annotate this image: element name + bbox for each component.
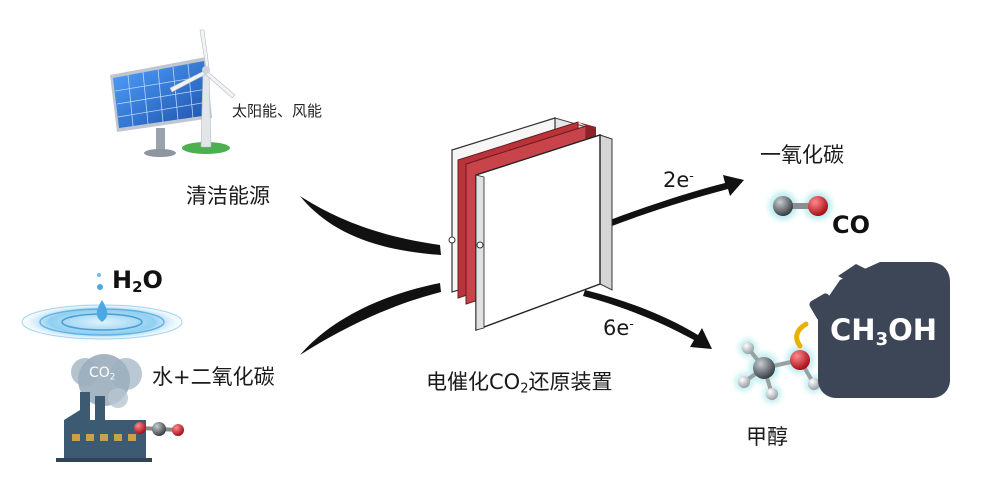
arrow-water-co2 (300, 283, 441, 355)
co-molecule-icon (769, 192, 832, 220)
arrow-to-ch3oh (583, 290, 712, 349)
label-6e: 6e- (603, 316, 634, 340)
label-2e: 2e- (663, 168, 694, 192)
co2-molecule-icon (134, 422, 184, 436)
solar-panel-icon (110, 57, 212, 157)
wind-turbine-icon (169, 29, 236, 154)
methanol-molecule-icon (735, 339, 823, 403)
label-water-co2: 水+二氧化碳 (152, 365, 275, 389)
formula-h2o: H2O (112, 266, 163, 297)
label-methanol: 甲醇 (746, 425, 788, 449)
label-device: 电催化CO2还原装置 (426, 370, 613, 397)
label-solar-wind: 太阳能、风能 (232, 102, 323, 120)
label-carbon-monoxide: 一氧化碳 (760, 143, 844, 167)
formula-ch3oh: CH3OH (830, 313, 938, 351)
electrochemical-cell-icon (448, 117, 613, 332)
label-clean-energy: 清洁能源 (186, 184, 270, 208)
formula-co: CO (832, 211, 871, 239)
water-drop-icon (14, 273, 190, 342)
factory-icon (56, 354, 152, 462)
formula-co2-factory: CO2 (89, 365, 116, 383)
arrow-clean-energy (300, 196, 441, 255)
arrow-to-co (610, 175, 744, 226)
fuel-canister-icon (794, 262, 950, 398)
